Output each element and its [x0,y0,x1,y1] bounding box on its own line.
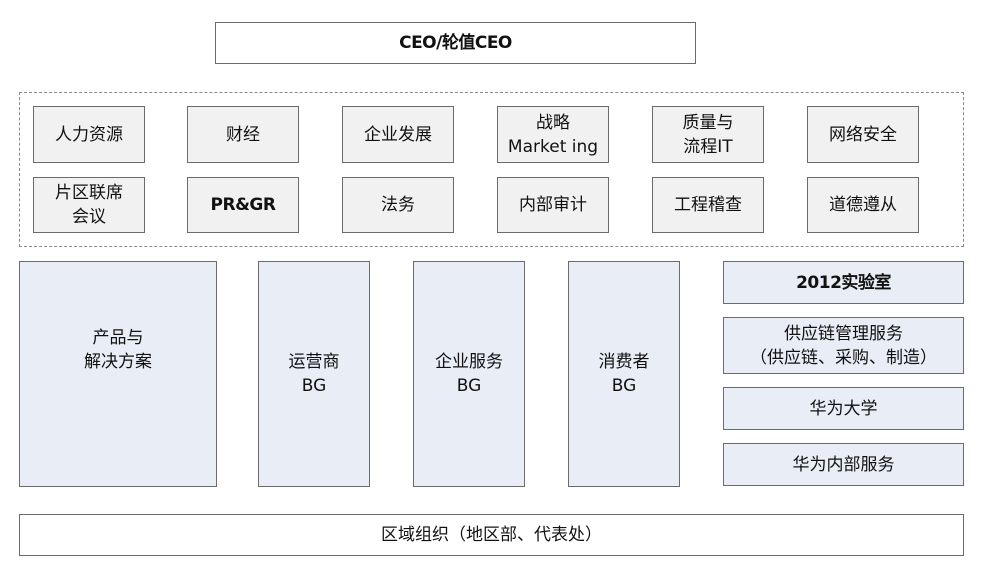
func-hr: 人力资源 [33,106,145,163]
bg-products-solutions: 产品与 解决方案 [19,261,217,487]
huawei-internal-services: 华为内部服务 [723,443,964,486]
func-internal-audit: 内部审计 [497,177,609,233]
func-pr-gr: PR&GR [187,177,299,233]
func-legal: 法务 [342,177,454,233]
lab-2012: 2012实验室 [723,261,964,304]
huawei-university: 华为大学 [723,387,964,430]
func-regional-council: 片区联席 会议 [33,177,145,233]
func-ethics-compliance: 道德遵从 [807,177,919,233]
supply-chain-services: 供应链管理服务 （供应链、采购、制造） [723,317,964,374]
ceo-label: CEO/轮值CEO [399,33,512,53]
func-quality-process-it: 质量与 流程IT [652,106,764,163]
bg-enterprise: 企业服务 BG [413,261,525,487]
bg-consumer: 消费者 BG [568,261,680,487]
func-finance: 财经 [187,106,299,163]
func-corporate-development: 企业发展 [342,106,454,163]
regional-organization: 区域组织（地区部、代表处） [19,514,964,556]
func-cyber-security: 网络安全 [807,106,919,163]
functions-group [19,92,964,247]
func-engineering-audit: 工程稽查 [652,177,764,233]
func-strategy-marketing: 战略 Market ing [497,106,609,163]
bg-carrier: 运营商 BG [258,261,370,487]
ceo-box: CEO/轮值CEO [215,22,696,64]
